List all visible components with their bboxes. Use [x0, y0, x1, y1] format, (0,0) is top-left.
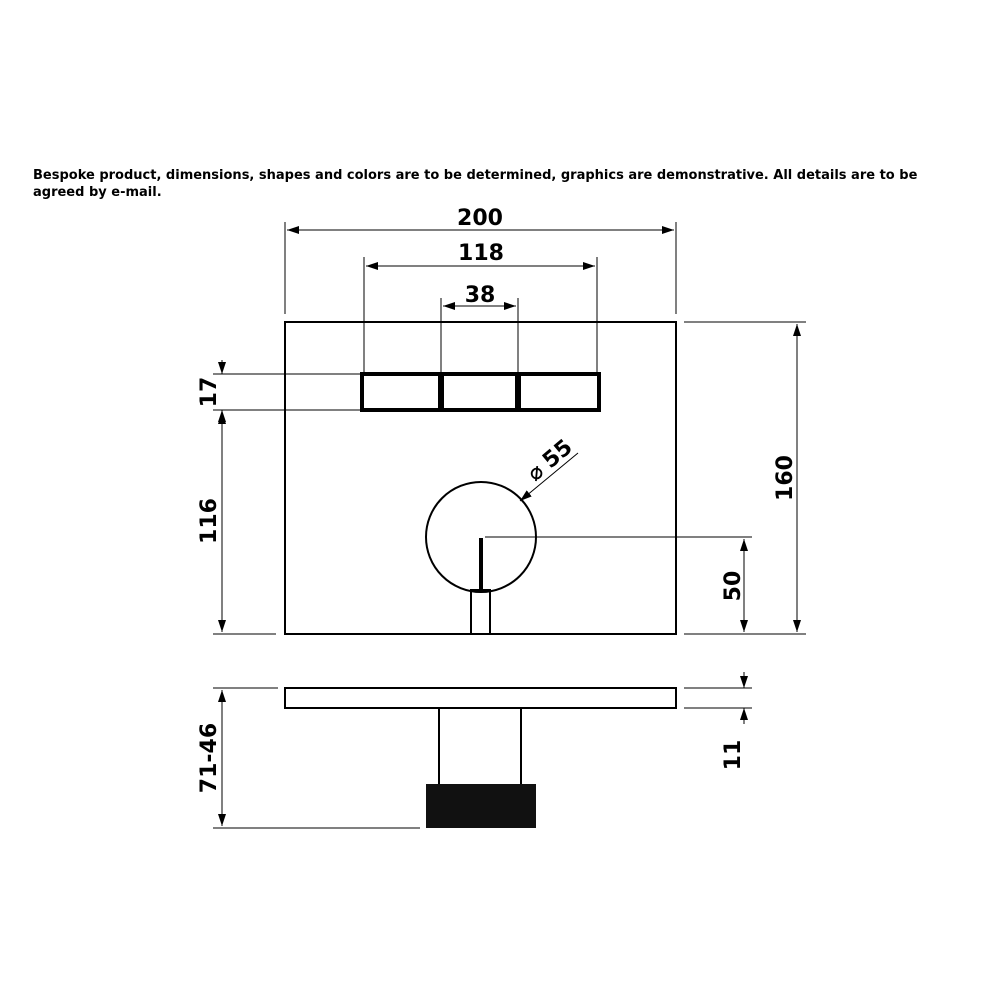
dimension-116 [213, 412, 276, 635]
button-middle [440, 372, 519, 412]
dimension-label-50: 50 [721, 571, 746, 602]
dimension-11 [684, 672, 752, 724]
dimension-label-11: 11 [721, 740, 746, 771]
dimension-50 [485, 536, 752, 632]
dimension-17 [213, 360, 360, 424]
button-left [360, 372, 442, 412]
knob-stem [470, 589, 491, 635]
dimension-71-46 [213, 687, 420, 829]
dimension-label-160: 160 [773, 455, 798, 501]
disclaimer-note: Bespoke product, dimensions, shapes and … [33, 168, 918, 200]
dimension-label-55: 55 [538, 435, 578, 474]
dimension-label-38: 38 [465, 283, 496, 308]
dimension-label-118: 118 [458, 241, 504, 266]
dimension-38 [440, 298, 519, 372]
dimension-200 [284, 222, 677, 314]
button-right [517, 372, 601, 412]
dimension-118 [363, 257, 598, 372]
side-plate [284, 687, 677, 709]
dimension-label-71-46: 71-46 [197, 723, 222, 793]
dimension-diameter-55 [519, 452, 579, 502]
dimension-label-17: 17 [197, 377, 222, 408]
front-view [284, 321, 677, 635]
dimension-label-116: 116 [197, 498, 222, 544]
dimension-160 [684, 321, 806, 635]
side-knob-block [426, 784, 536, 828]
dimension-label-200: 200 [457, 206, 503, 231]
side-view [284, 687, 677, 828]
